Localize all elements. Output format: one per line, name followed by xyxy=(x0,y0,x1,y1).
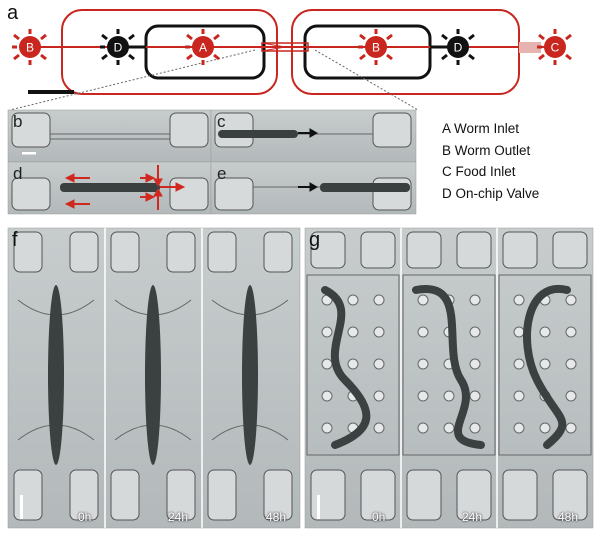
schematic-node-b: B xyxy=(358,29,393,65)
panel-label-b: b xyxy=(13,112,23,131)
left-inner-loop xyxy=(144,24,266,80)
schematic-node-label: B xyxy=(372,41,380,55)
schematic-node-c: C xyxy=(537,29,572,65)
panel-g-frame xyxy=(498,231,592,521)
schematic-node-b: B xyxy=(12,29,47,65)
flow-arrows-d xyxy=(64,165,186,210)
legend-item: A Worm Inlet xyxy=(442,121,520,136)
time-label-g-2: 48h xyxy=(558,510,579,524)
left-outer-loop xyxy=(61,9,278,95)
legend-item: B Worm Outlet xyxy=(442,142,531,158)
schematic-node-a: A xyxy=(185,29,220,65)
time-label-f-2: 48h xyxy=(266,510,287,524)
flow-arrow-c xyxy=(298,128,319,138)
right-inner-loop xyxy=(303,24,432,80)
panel-label-f: f xyxy=(12,229,18,251)
trap-region xyxy=(261,42,309,52)
panel-label-a: a xyxy=(7,2,19,24)
panel-f-frame xyxy=(110,231,196,521)
legend: A Worm Inlet B Worm Outlet C Food Inlet … xyxy=(442,118,539,204)
panel-label-d: d xyxy=(13,164,23,183)
time-label-f-1: 24h xyxy=(168,510,189,524)
schematic-node-label: D xyxy=(454,41,463,55)
scale-bar-a xyxy=(28,90,74,94)
flow-arrow-e xyxy=(298,182,319,192)
schematic-node-label: A xyxy=(199,41,207,55)
schematic-node-label: D xyxy=(114,41,123,55)
legend-item: D On-chip Valve xyxy=(442,185,540,201)
time-label-f-0: 0h xyxy=(78,510,92,524)
panel-g-frame xyxy=(402,231,496,521)
schematic-node-label: C xyxy=(551,41,560,55)
panel-label-g: g xyxy=(309,229,321,251)
panel-f-frame xyxy=(207,231,293,521)
time-label-g-1: 24h xyxy=(462,510,483,524)
schematic-node-label: B xyxy=(26,41,34,55)
panel-label-e: e xyxy=(217,164,227,183)
panel-label-c: c xyxy=(217,112,226,131)
schematic-node-d: D xyxy=(100,29,135,65)
panel-g-image xyxy=(304,227,594,529)
time-label-g-0: 0h xyxy=(372,510,386,524)
legend-item: C Food Inlet xyxy=(442,164,516,179)
schematic-node-d: D xyxy=(440,29,475,65)
